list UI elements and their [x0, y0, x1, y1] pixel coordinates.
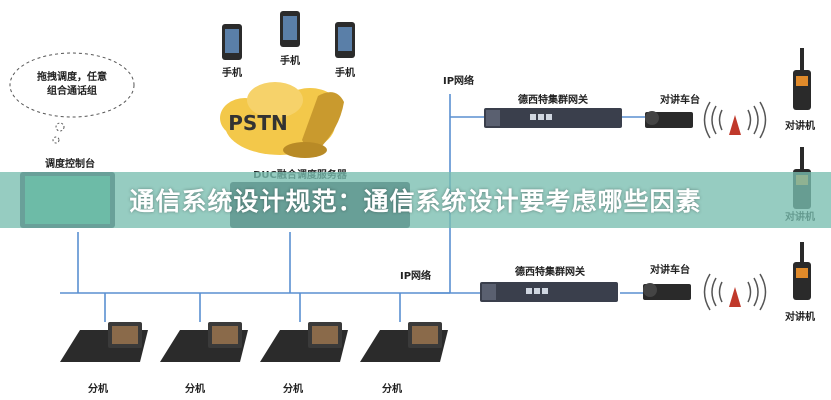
- phone-label-1: 手机: [222, 66, 242, 79]
- banner-title: 通信系统设计规范：通信系统设计要考虑哪些因素: [129, 187, 702, 216]
- desk-phone-icon: [160, 322, 248, 362]
- radio-wave-icon: [703, 101, 767, 139]
- mobile-phone-icon: [222, 24, 242, 60]
- trunk-gateway-bottom: [480, 282, 618, 302]
- telephone-handset-icon: [283, 92, 344, 158]
- callout-line-1: 拖拽调度，任意: [37, 70, 107, 83]
- radio-wave-icon: [703, 273, 767, 311]
- phone-label-2: 手机: [280, 54, 300, 67]
- pstn-label: PSTN: [228, 111, 287, 135]
- vehicle-radio-icon: [643, 283, 691, 300]
- dispatch-callout-bubble: 拖拽调度，任意 组合通话组: [9, 52, 135, 144]
- walkie-talkie-icon: [793, 48, 811, 110]
- vehicle-radio-label-top: 对讲车台: [660, 93, 700, 106]
- desk-phone-icon: [260, 322, 348, 362]
- handheld-label-3: 对讲机: [785, 310, 815, 323]
- extension-label-1: 分机: [88, 382, 108, 395]
- connection-lines: [60, 94, 645, 322]
- extension-label-2: 分机: [185, 382, 205, 395]
- callout-line-2: 组合通话组: [47, 84, 97, 97]
- mobile-phone-icon: [280, 11, 300, 47]
- ip-network-label-top: IP网络: [443, 74, 474, 87]
- gateway-label-bottom: 德西特集群网关: [514, 265, 585, 278]
- title-banner: 通信系统设计规范：通信系统设计要考虑哪些因素: [0, 172, 831, 228]
- mobile-phone-icon: [335, 22, 355, 58]
- extension-phones: 分机 分机 分机 分机: [60, 322, 448, 395]
- vehicle-radio-label-bottom: 对讲车台: [650, 263, 690, 276]
- phone-label-3: 手机: [335, 66, 355, 79]
- vehicle-radio-icon: [645, 111, 693, 128]
- console-label: 调度控制台: [45, 157, 95, 170]
- trunk-gateway-top: [484, 108, 622, 128]
- handheld-label-1: 对讲机: [785, 119, 815, 132]
- gateway-label-top: 德西特集群网关: [517, 93, 588, 106]
- mobile-phones: 手机 手机 手机: [222, 11, 355, 79]
- desk-phone-icon: [360, 322, 448, 362]
- extension-label-4: 分机: [382, 382, 402, 395]
- extension-label-3: 分机: [283, 382, 303, 395]
- ip-network-label-bottom: IP网络: [400, 269, 431, 282]
- desk-phone-icon: [60, 322, 148, 362]
- walkie-talkie-icon: [793, 242, 811, 300]
